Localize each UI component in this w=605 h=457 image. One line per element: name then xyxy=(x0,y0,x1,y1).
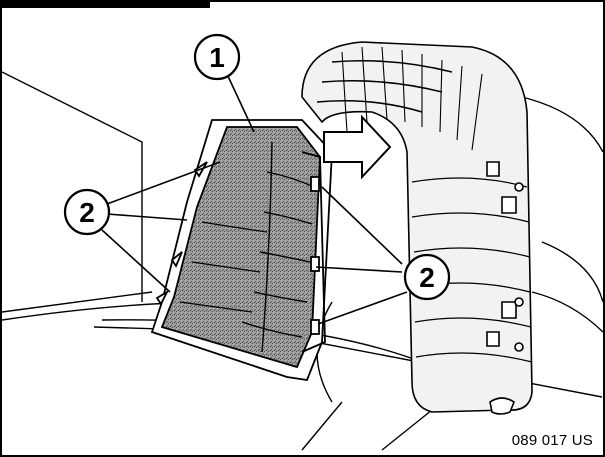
callout-1: 1 xyxy=(193,33,241,81)
callout-1-label: 1 xyxy=(209,42,225,73)
callout-2-left: 2 xyxy=(63,188,111,236)
header-tab xyxy=(2,2,210,8)
intake-duct xyxy=(301,41,533,415)
filter-element xyxy=(150,119,333,381)
callout-2-left-label: 2 xyxy=(79,197,95,228)
figure-code: 089 017 US xyxy=(511,432,593,449)
callout-2-right: 2 xyxy=(403,253,451,301)
arrow-right-icon xyxy=(323,114,392,180)
leader-lines xyxy=(101,73,408,325)
callout-2-right-label: 2 xyxy=(419,262,435,293)
